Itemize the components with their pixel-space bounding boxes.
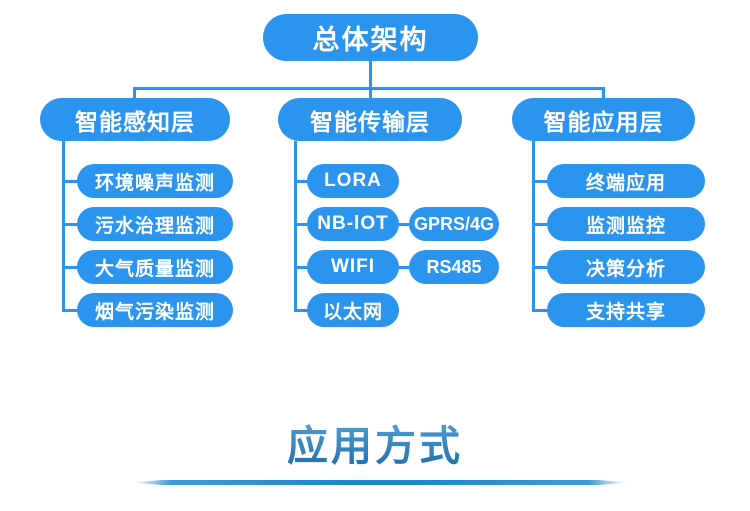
node-flue-gas-pollution-monitoring: 烟气污染监测 <box>77 293 233 327</box>
node-air-quality-monitoring: 大气质量监测 <box>77 250 233 284</box>
node-wifi: WIFI <box>307 250 399 284</box>
node-lora: LORA <box>307 164 399 198</box>
connector-line <box>369 87 372 99</box>
header-transmission-layer: 智能传输层 <box>278 98 462 141</box>
node-decision-analysis: 决策分析 <box>547 250 705 284</box>
node-ethernet: 以太网 <box>307 293 399 327</box>
connector-line <box>294 266 308 269</box>
connector-line <box>62 141 65 312</box>
node-gprs-4g: GPRS/4G <box>409 207 499 241</box>
section-title-application-method: 应用方式 <box>0 412 750 472</box>
node-sewage-treatment-monitoring: 污水治理监测 <box>77 207 233 241</box>
node-terminal-application: 终端应用 <box>547 164 705 198</box>
node-support-sharing: 支持共享 <box>547 293 705 327</box>
connector-line <box>532 141 535 312</box>
connector-line <box>294 141 297 312</box>
node-rs485: RS485 <box>409 250 499 284</box>
connector-line <box>602 87 605 99</box>
connector-line <box>369 61 372 89</box>
node-env-noise-monitoring: 环境噪声监测 <box>77 164 233 198</box>
header-application-layer: 智能应用层 <box>512 98 695 141</box>
connector-line <box>532 309 548 312</box>
connector-line <box>294 180 308 183</box>
connector-line <box>62 266 78 269</box>
connector-line <box>294 223 308 226</box>
connector-line <box>398 266 409 269</box>
connector-line <box>398 223 409 226</box>
connector-line <box>133 87 136 99</box>
root-node: 总体架构 <box>263 14 478 61</box>
node-monitoring-surveillance: 监测监控 <box>547 207 705 241</box>
connector-line <box>62 180 78 183</box>
connector-line <box>62 309 78 312</box>
connector-line <box>532 180 548 183</box>
section-title-underline <box>132 480 628 485</box>
header-perception-layer: 智能感知层 <box>40 98 230 141</box>
node-nb-iot: NB-lOT <box>307 207 399 241</box>
connector-line <box>532 223 548 226</box>
connector-line <box>532 266 548 269</box>
connector-line <box>294 309 308 312</box>
connector-line <box>62 223 78 226</box>
